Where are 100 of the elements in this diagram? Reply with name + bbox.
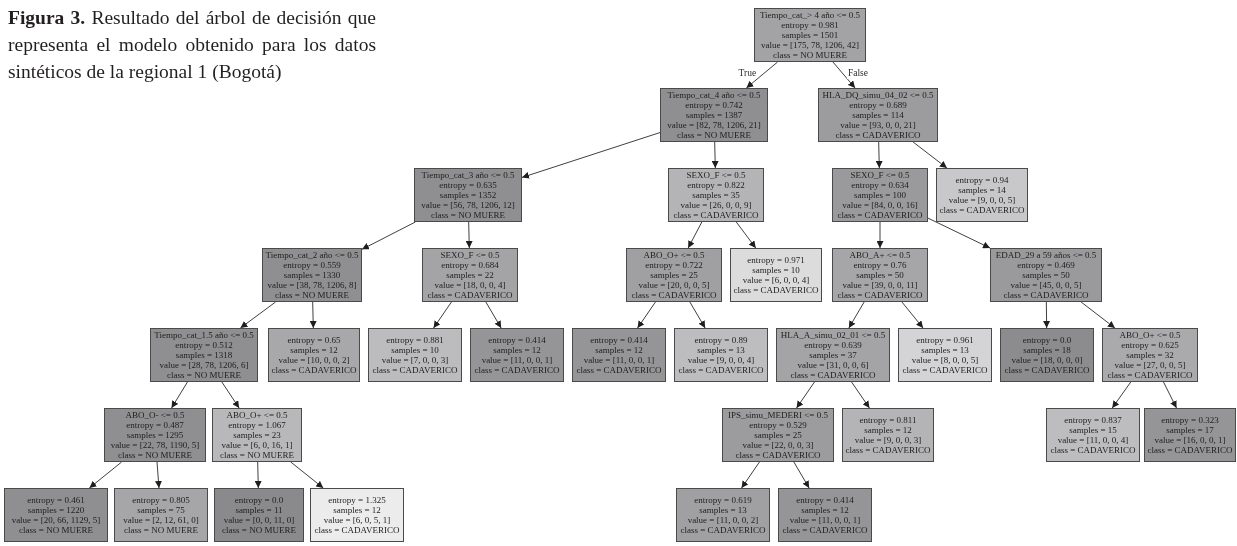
node-text: entropy = 0.971 [747, 255, 805, 265]
node-text: value = [38, 78, 1206, 8] [267, 280, 357, 290]
node-text: entropy = 0.619 [694, 495, 752, 505]
node-text: value = [2, 12, 61, 0] [123, 515, 199, 525]
node-text: class = NO MUERE [431, 210, 505, 220]
node-text: value = [28, 78, 1206, 6] [159, 360, 249, 370]
node-text: value = [31, 0, 0, 6] [797, 360, 869, 370]
node-text: entropy = 1.067 [228, 420, 286, 430]
node-text: samples = 75 [137, 505, 185, 515]
node-text: samples = 50 [1022, 270, 1070, 280]
tree-node-box [572, 328, 666, 382]
node-text: entropy = 0.89 [694, 335, 748, 345]
node-text: entropy = 0.0 [234, 495, 284, 505]
node-text: value = [22, 0, 0, 3] [742, 440, 814, 450]
tree-node-box [414, 168, 522, 222]
node-text: value = [6, 0, 16, 1] [221, 440, 293, 450]
node-text: ABO_O+ <= 0.5 [226, 410, 288, 420]
node-text: value = [56, 78, 1206, 12] [421, 200, 515, 210]
node-text: class = CADAVERICO [680, 525, 766, 535]
node-text: samples = 1387 [685, 110, 743, 120]
node-text: SEXO_F <= 0.5 [440, 250, 500, 260]
node-text: entropy = 0.961 [916, 335, 974, 345]
node-text: samples = 10 [752, 265, 800, 275]
tree-node-box [1046, 408, 1140, 462]
node-text: entropy = 0.639 [804, 340, 862, 350]
node-text: entropy = 0.805 [132, 495, 190, 505]
node-text: samples = 114 [852, 110, 904, 120]
node-text: entropy = 0.822 [687, 180, 745, 190]
node-text: IPS_simu_MEDERI <= 0.5 [728, 410, 828, 420]
node-text: samples = 13 [921, 345, 969, 355]
node-text: value = [9, 0, 0, 5] [948, 195, 1016, 205]
node-text: class = CADAVERICO [735, 450, 821, 460]
node-text: value = [6, 0, 0, 4] [742, 275, 810, 285]
node-text: samples = 15 [1069, 425, 1117, 435]
node-text: value = [18, 0, 0, 0] [1011, 355, 1083, 365]
node-text: value = [27, 0, 0, 5] [1114, 360, 1186, 370]
node-text: class = CADAVERICO [631, 290, 717, 300]
tree-node-box [368, 328, 462, 382]
tree-node-box [268, 328, 360, 382]
node-text: entropy = 0.76 [853, 260, 907, 270]
tree-node-box [936, 168, 1028, 222]
node-text: entropy = 0.487 [126, 420, 184, 430]
node-text: Tiempo_cat_> 4 año <= 0.5 [759, 10, 861, 20]
node-text: value = [10, 0, 0, 2] [278, 355, 350, 365]
node-text: entropy = 0.414 [796, 495, 854, 505]
tree-node-box [674, 328, 768, 382]
node-text: value = [16, 0, 0, 1] [1154, 435, 1226, 445]
tree-node-box [818, 88, 938, 142]
node-text: class = CADAVERICO [939, 205, 1025, 215]
node-text: value = [11, 0, 0, 2] [687, 515, 759, 525]
node-text: class = CADAVERICO [474, 365, 560, 375]
node-text: value = [8, 0, 0, 5] [911, 355, 979, 365]
node-text: entropy = 0.461 [27, 495, 85, 505]
node-text: samples = 1220 [27, 505, 85, 515]
node-text: entropy = 0.559 [283, 260, 341, 270]
node-text: value = [11, 0, 0, 1] [481, 355, 553, 365]
tree-node-box [4, 488, 108, 542]
node-text: entropy = 0.689 [849, 100, 907, 110]
node-text: value = [11, 0, 0, 4] [1057, 435, 1129, 445]
node-text: class = NO MUERE [118, 450, 192, 460]
node-text: value = [26, 0, 0, 9] [680, 200, 752, 210]
node-text: samples = 12 [801, 505, 849, 515]
node-text: samples = 1295 [126, 430, 184, 440]
node-text: HLA_A_simu_02_01 <= 0.5 [780, 330, 886, 340]
tree-node-box [214, 488, 304, 542]
figure-caption: Figura 3. Resultado del árbol de decisión que representa el modelo obtenido para los datos sintéticos de la regional 1 (Bogotá) [8, 6, 376, 84]
tree-node-box [262, 248, 362, 302]
tree-node-box [1144, 408, 1236, 462]
tree-node-box [722, 408, 834, 462]
node-text: class = CADAVERICO [782, 525, 868, 535]
node-text: class = CADAVERICO [733, 285, 819, 295]
tree-node-box [832, 168, 928, 222]
node-text: class = NO MUERE [773, 50, 847, 60]
node-text: entropy = 0.684 [441, 260, 499, 270]
node-text: class = CADAVERICO [835, 130, 921, 140]
node-text: entropy = 0.414 [590, 335, 648, 345]
node-text: class = NO MUERE [19, 525, 93, 535]
node-text: value = [175, 78, 1206, 42] [760, 40, 860, 50]
tree-node-box [626, 248, 722, 302]
node-text: samples = 50 [856, 270, 904, 280]
node-text: entropy = 0.529 [749, 420, 807, 430]
node-text: samples = 17 [1166, 425, 1214, 435]
node-text: ABO_O- <= 0.5 [125, 410, 185, 420]
node-text: value = [6, 0, 5, 1] [323, 515, 391, 525]
node-text: ABO_O+ <= 0.5 [643, 250, 705, 260]
tree-node-box [842, 408, 934, 462]
node-text: value = [20, 66, 1129, 5] [11, 515, 101, 525]
node-text: class = CADAVERICO [845, 445, 931, 455]
node-text: samples = 25 [650, 270, 698, 280]
node-text: samples = 1330 [283, 270, 341, 280]
node-text: class = CADAVERICO [1107, 370, 1193, 380]
tree-node-box [730, 248, 822, 302]
node-text: class = CADAVERICO [673, 210, 759, 220]
node-text: entropy = 0.469 [1017, 260, 1075, 270]
node-text: entropy = 0.65 [287, 335, 341, 345]
node-text: class = CADAVERICO [427, 290, 513, 300]
edge-label: False [846, 67, 869, 79]
node-text: samples = 11 [235, 505, 283, 515]
node-text: SEXO_F <= 0.5 [850, 170, 910, 180]
node-text: ABO_O+ <= 0.5 [1119, 330, 1181, 340]
